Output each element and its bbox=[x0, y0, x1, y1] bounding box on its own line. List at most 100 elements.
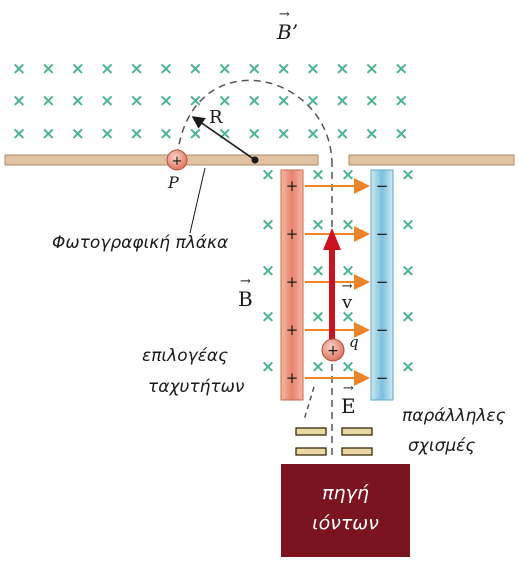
plus-icon: + bbox=[286, 177, 299, 195]
parallel-slits-label-line1: παράλληλες bbox=[402, 406, 506, 426]
cross-icon: × bbox=[218, 59, 232, 79]
negative-plate bbox=[370, 169, 394, 401]
cross-icon: × bbox=[394, 91, 408, 111]
cross-icon: × bbox=[100, 91, 114, 111]
cross-icon: × bbox=[311, 357, 325, 377]
cross-icon: × bbox=[311, 165, 325, 185]
cross-icon: × bbox=[341, 165, 355, 185]
charge-at-p bbox=[166, 149, 188, 171]
radius-arrow bbox=[191, 116, 256, 161]
cross-icon: × bbox=[261, 357, 275, 377]
positive-plate-signs: +++++ bbox=[286, 177, 299, 387]
cross-icon: × bbox=[100, 59, 114, 79]
plus-icon: + bbox=[286, 369, 299, 387]
cross-icon: × bbox=[341, 215, 355, 235]
negative-plate-signs: −−−−− bbox=[376, 177, 389, 387]
ion-source-box: πηγή ιόντων bbox=[281, 464, 410, 557]
cross-icon: × bbox=[41, 59, 55, 79]
minus-icon: − bbox=[376, 369, 389, 387]
cross-icon: × bbox=[159, 59, 173, 79]
cross-icon: × bbox=[159, 91, 173, 111]
cross-icon: × bbox=[276, 124, 290, 144]
e-field-label: E bbox=[341, 394, 356, 418]
cross-icon: × bbox=[335, 59, 349, 79]
cross-icon: × bbox=[41, 124, 55, 144]
slit-bar-2-left bbox=[295, 447, 327, 456]
magnetic-field-b-crosses: ×××××××××××××××××××× bbox=[261, 165, 415, 377]
ion-source-label-line2: ιόντων bbox=[312, 512, 379, 534]
cross-icon: × bbox=[188, 124, 202, 144]
cross-icon: × bbox=[394, 124, 408, 144]
cross-icon: × bbox=[394, 59, 408, 79]
cross-icon: × bbox=[247, 91, 261, 111]
cross-icon: × bbox=[261, 165, 275, 185]
ion-source-label-line1: πηγή bbox=[322, 482, 369, 504]
plus-icon: + bbox=[286, 321, 299, 339]
moving-charge-q bbox=[321, 338, 345, 362]
minus-icon: − bbox=[376, 273, 389, 291]
velocity-arrow-head bbox=[323, 228, 341, 250]
cross-icon: × bbox=[261, 307, 275, 327]
cross-icon: × bbox=[188, 59, 202, 79]
cross-icon: × bbox=[247, 59, 261, 79]
cross-icon: × bbox=[341, 357, 355, 377]
cross-icon: × bbox=[401, 307, 415, 327]
cross-icon: × bbox=[71, 59, 85, 79]
velocity-selector-label-line1: επιλογέας bbox=[142, 346, 229, 366]
plate-pointer-line bbox=[189, 167, 206, 234]
cross-icon: × bbox=[335, 91, 349, 111]
cross-icon: × bbox=[261, 215, 275, 235]
cross-icon: × bbox=[306, 59, 320, 79]
plus-icon: + bbox=[286, 225, 299, 243]
parallel-slits-label-line2: σχισμές bbox=[408, 436, 476, 456]
cross-icon: × bbox=[401, 261, 415, 281]
cross-icon: × bbox=[311, 307, 325, 327]
cross-icon: × bbox=[276, 59, 290, 79]
minus-icon: − bbox=[376, 321, 389, 339]
slit-bar-1-right bbox=[341, 427, 373, 436]
cross-icon: × bbox=[159, 124, 173, 144]
photographic-plate-right bbox=[348, 154, 515, 166]
cross-icon: × bbox=[71, 91, 85, 111]
cross-icon: × bbox=[247, 124, 261, 144]
slit-bar-1-left bbox=[295, 427, 327, 436]
cross-icon: × bbox=[276, 91, 290, 111]
b-field-label: B bbox=[238, 287, 253, 311]
cross-icon: × bbox=[41, 91, 55, 111]
cross-icon: × bbox=[311, 261, 325, 281]
plus-icon: + bbox=[172, 154, 183, 169]
cross-icon: × bbox=[401, 165, 415, 185]
selector-pointer-line bbox=[303, 386, 315, 421]
cross-icon: × bbox=[129, 59, 143, 79]
cross-icon: × bbox=[218, 124, 232, 144]
cross-icon: × bbox=[71, 124, 85, 144]
charge-q-label: q bbox=[349, 333, 359, 351]
electric-field-arrows bbox=[305, 178, 370, 386]
arc-center-dot bbox=[251, 156, 259, 164]
cross-icon: × bbox=[12, 124, 26, 144]
cross-icon: × bbox=[311, 215, 325, 235]
cross-icon: × bbox=[100, 124, 114, 144]
point-p-label: P bbox=[168, 173, 179, 192]
cross-icon: × bbox=[365, 91, 379, 111]
cross-icon: × bbox=[129, 91, 143, 111]
cross-icon: × bbox=[129, 124, 143, 144]
cross-icon: × bbox=[261, 261, 275, 281]
cross-icon: × bbox=[335, 124, 349, 144]
slit-bar-2-right bbox=[341, 447, 373, 456]
cross-icon: × bbox=[401, 215, 415, 235]
cross-icon: × bbox=[401, 357, 415, 377]
plus-icon: + bbox=[327, 343, 339, 359]
photographic-plate-label: Φωτογραφική πλάκα bbox=[52, 233, 229, 253]
cross-icon: × bbox=[306, 124, 320, 144]
cross-icon: × bbox=[188, 91, 202, 111]
velocity-label: v bbox=[342, 292, 352, 313]
photographic-plate-left bbox=[4, 154, 319, 166]
cross-icon: × bbox=[341, 261, 355, 281]
cross-icon: × bbox=[365, 124, 379, 144]
cross-icon: × bbox=[365, 59, 379, 79]
cross-icon: × bbox=[12, 59, 26, 79]
cross-icon: × bbox=[12, 91, 26, 111]
